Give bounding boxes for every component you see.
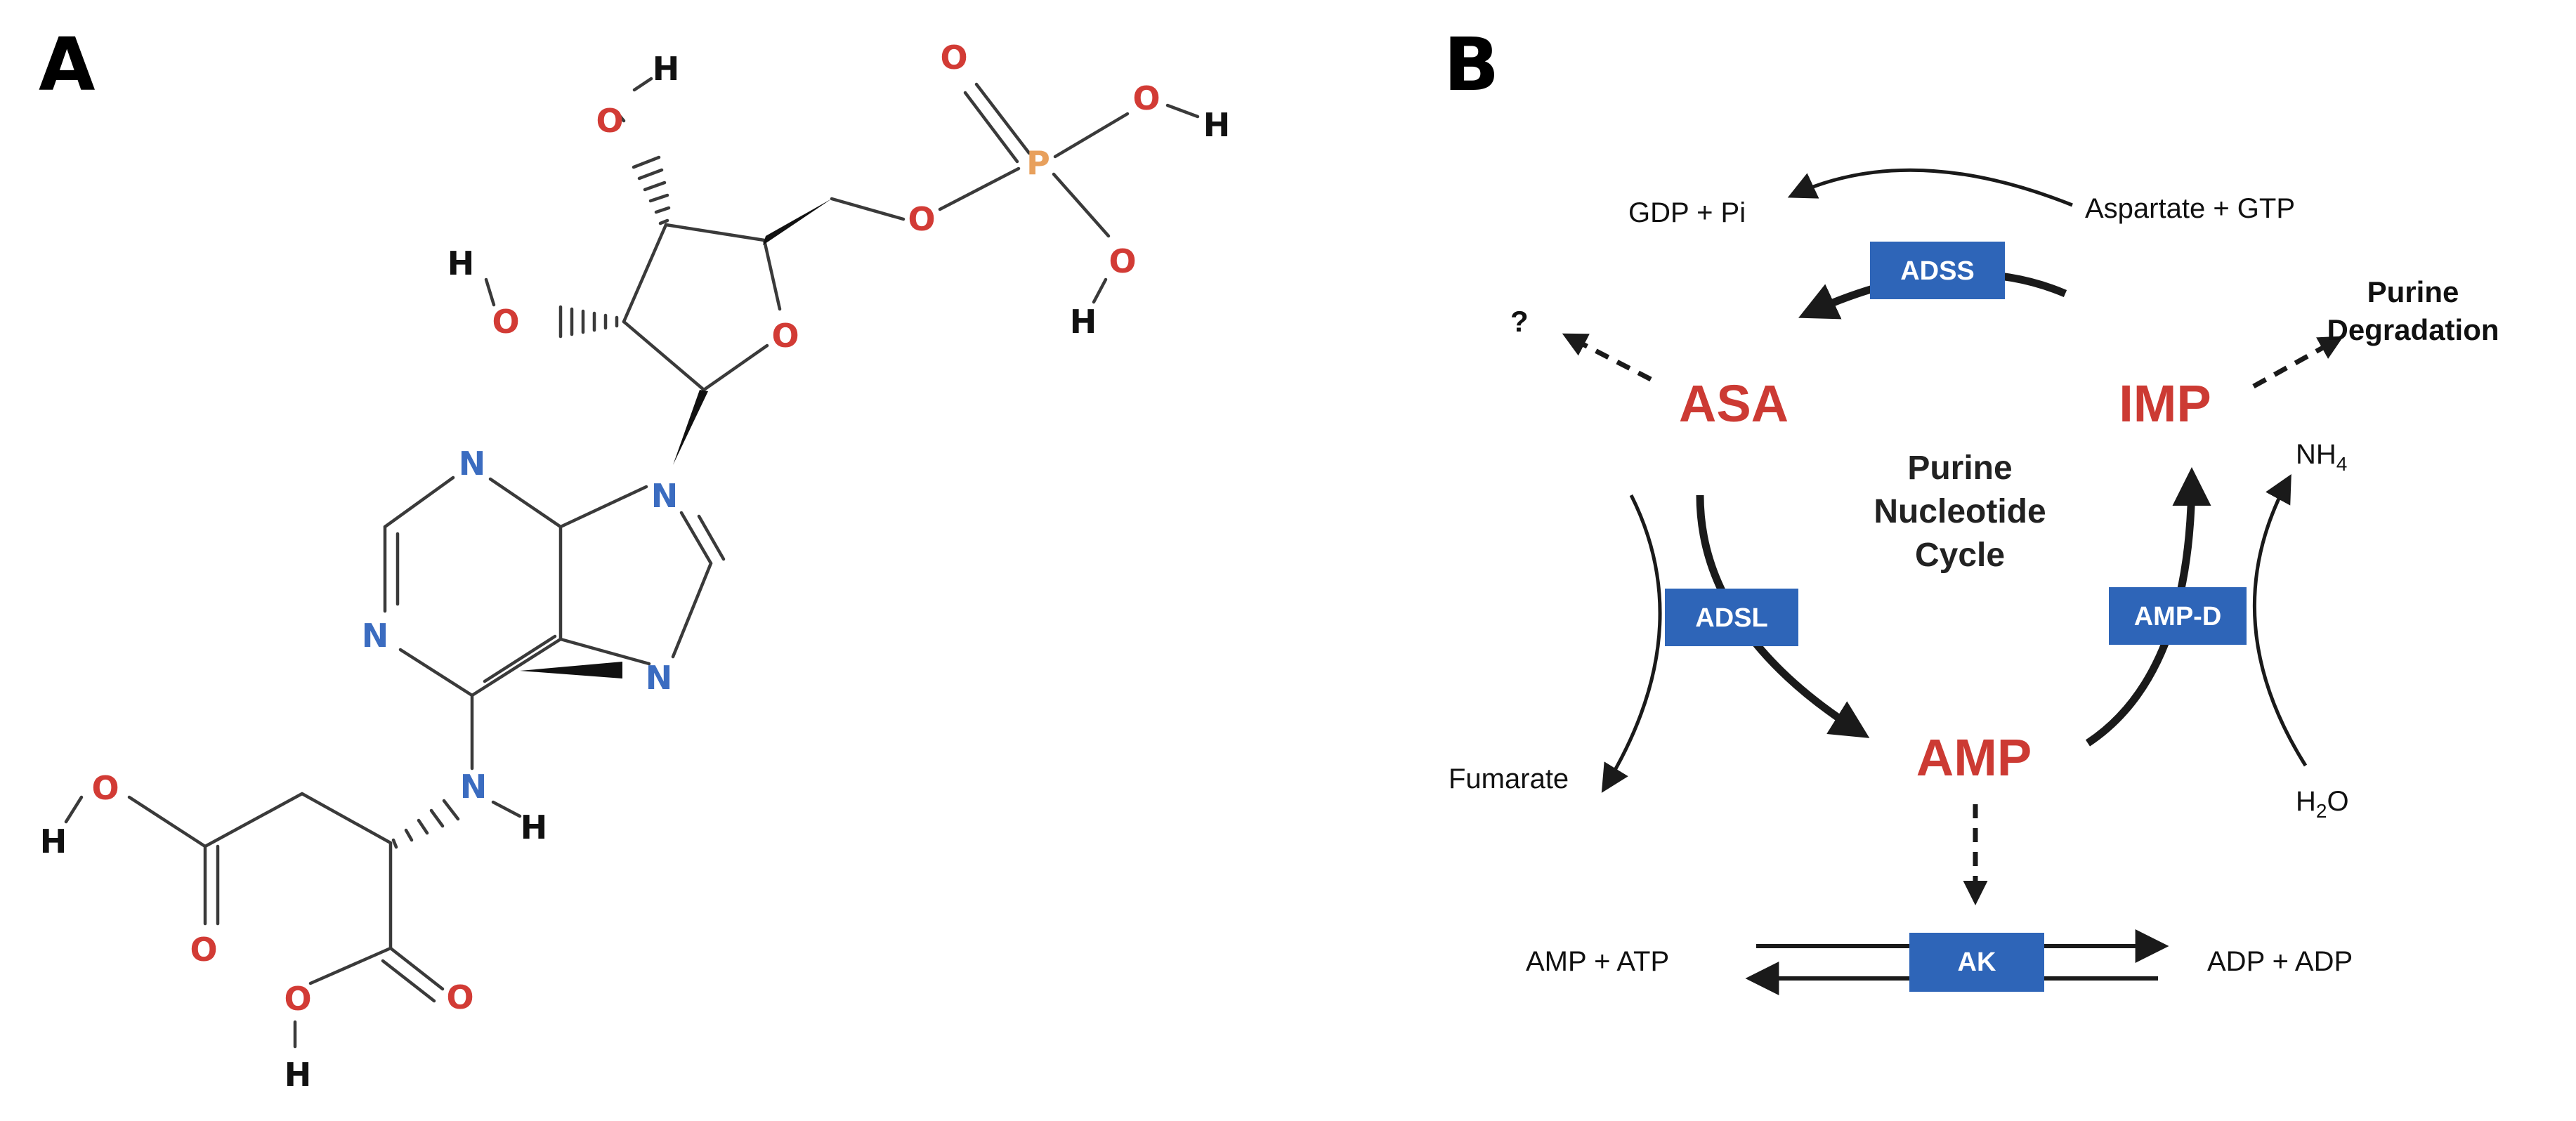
atom-h-phosphate-1: H bbox=[1203, 106, 1231, 144]
label-aspartate-gtp: Aspartate + GTP bbox=[2085, 193, 2295, 224]
atom-o-carboxyl-oh1: O bbox=[91, 769, 119, 807]
label-purine: Purine bbox=[2367, 275, 2459, 308]
atom-n3: N bbox=[459, 445, 486, 483]
label-question: ? bbox=[1510, 305, 1529, 338]
cycle-title-line-3: Cycle bbox=[1915, 537, 2005, 574]
enzyme-box-adss bbox=[1870, 242, 2005, 299]
adss-side-arrow bbox=[1787, 168, 2073, 207]
enzyme-label-adsl: ADSL bbox=[1695, 603, 1767, 633]
atom-o-ester: O bbox=[908, 200, 935, 238]
panel-b: B ADSS GDP + Pi Aspartate + GTP ? Purine… bbox=[1444, 22, 2499, 995]
metabolite-asa: ASA bbox=[1679, 374, 1789, 433]
label-adp-adp: ADP + ADP bbox=[2207, 946, 2353, 977]
enzyme-box-ampd bbox=[2109, 587, 2247, 645]
hash-bond-c3 bbox=[632, 155, 671, 225]
atom-p: P bbox=[1026, 144, 1050, 182]
enzyme-label-ak: AK bbox=[1958, 948, 1996, 977]
imp-degradation-arrow bbox=[2252, 336, 2344, 389]
atom-h-phosphate-2: H bbox=[1070, 303, 1097, 341]
enzyme-label-ampd: AMP-D bbox=[2134, 602, 2222, 631]
atom-o-carboxyl-oh2: O bbox=[284, 980, 311, 1018]
atom-h-carboxyl-2: H bbox=[285, 1056, 312, 1094]
atom-o-phosphate-oh2: O bbox=[1109, 242, 1136, 280]
atom-h-2prime: H bbox=[447, 244, 475, 282]
enzyme-box-ak bbox=[1909, 933, 2044, 992]
atom-n1: N bbox=[362, 617, 389, 655]
atom-o-carboxyl-double1: O bbox=[190, 931, 217, 969]
atom-h-carboxyl-1: H bbox=[40, 822, 67, 860]
atom-h-3prime: H bbox=[653, 50, 680, 88]
panel-b-label: B bbox=[1444, 22, 1499, 107]
atom-n-amino: N bbox=[460, 768, 488, 806]
cycle-title-line-2: Nucleotide bbox=[1874, 493, 2046, 530]
label-amp-atp: AMP + ATP bbox=[1526, 946, 1669, 977]
atom-o-phosphate-oh1: O bbox=[1132, 79, 1160, 117]
molecule-atoms: O P O H O H O O O H O H N N N N N H O H … bbox=[40, 39, 1231, 1094]
label-gdp-pi: GDP + Pi bbox=[1628, 197, 1746, 228]
atom-o-3prime: O bbox=[596, 102, 623, 140]
label-nh4: NH4 bbox=[2296, 439, 2347, 475]
molecule-bonds bbox=[64, 77, 1200, 1049]
atom-o-2prime: O bbox=[492, 303, 519, 341]
hash-bond-alpha bbox=[391, 799, 460, 849]
adsl-side-arrow bbox=[1601, 494, 1662, 793]
atom-o-phosphate-double: O bbox=[940, 39, 967, 77]
atom-n7: N bbox=[646, 659, 673, 697]
metabolite-amp: AMP bbox=[1916, 728, 2032, 787]
atom-n9: N bbox=[651, 477, 679, 515]
atom-o-carboxyl-double2: O bbox=[446, 978, 473, 1016]
ampd-side-arrow bbox=[2252, 473, 2308, 767]
hash-bond-c2 bbox=[558, 305, 619, 339]
metabolite-imp: IMP bbox=[2119, 374, 2211, 433]
cycle-title-line-1: Purine bbox=[1907, 450, 2012, 487]
atom-h-amino: H bbox=[521, 808, 548, 846]
panel-a-label: A bbox=[39, 22, 96, 107]
label-degradation: Degradation bbox=[2327, 313, 2499, 346]
atom-o-ring: O bbox=[771, 317, 799, 355]
panel-a: A bbox=[39, 22, 1230, 1094]
asa-unknown-arrow bbox=[1562, 333, 1652, 382]
enzyme-box-adsl bbox=[1665, 589, 1798, 646]
label-fumarate: Fumarate bbox=[1449, 763, 1569, 794]
label-h2o: H2O bbox=[2296, 786, 2349, 822]
enzyme-label-adss: ADSS bbox=[1900, 256, 1975, 286]
